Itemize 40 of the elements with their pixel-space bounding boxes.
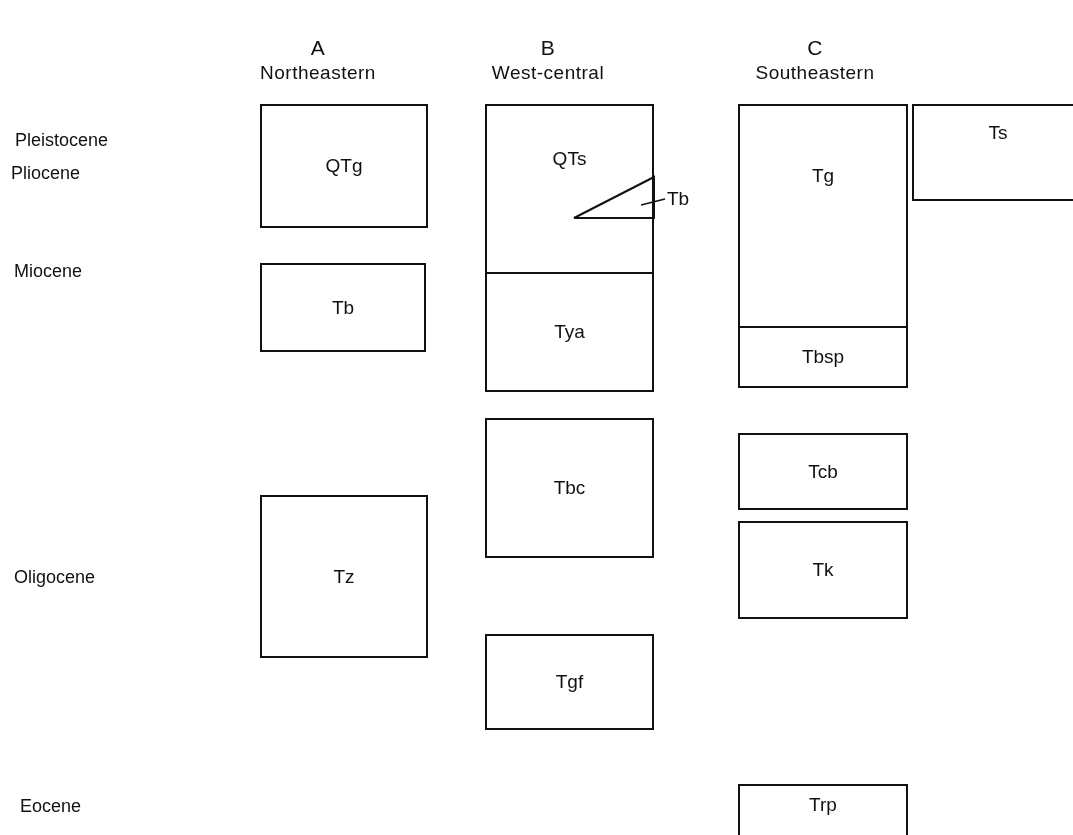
column-heading: West-central	[491, 62, 605, 84]
epoch-label: Eocene	[20, 796, 82, 817]
unit-box	[485, 104, 654, 274]
column-heading: Northeastern	[260, 62, 376, 84]
unit-label: Tb	[331, 296, 355, 319]
unit-box	[485, 418, 654, 558]
unit-box	[738, 433, 908, 510]
unit-label: Tcb	[808, 460, 838, 483]
unit-label: Trp	[809, 794, 837, 816]
unit-box	[260, 104, 428, 228]
epoch-label: Oligocene	[14, 567, 96, 588]
unit-box	[260, 263, 426, 352]
wedge-shape	[573, 176, 654, 219]
unit-label: Tg	[811, 165, 835, 187]
unit-box	[738, 521, 908, 619]
unit-label: Tz	[333, 565, 355, 588]
unit-label: QTs	[552, 148, 587, 170]
epoch-label: Miocene	[14, 261, 83, 282]
unit-box	[738, 104, 908, 328]
unit-label: QTg	[325, 155, 363, 177]
unit-label: Tya	[554, 321, 585, 343]
column-heading: Southeastern	[755, 62, 875, 84]
unit-label: Tgf	[555, 671, 584, 693]
unit-box	[738, 784, 908, 835]
unit-label: Tbsp	[801, 346, 845, 368]
epoch-label: Pleistocene	[15, 130, 109, 151]
column-letter: B	[540, 36, 556, 60]
unit-box	[912, 104, 1073, 201]
unit-label: Ts	[988, 121, 1008, 144]
unit-label: Tb	[667, 188, 690, 210]
unit-box	[260, 495, 428, 658]
leader-line	[640, 198, 666, 206]
unit-box	[738, 326, 908, 388]
unit-box	[485, 272, 654, 392]
column-letter: A	[310, 36, 326, 60]
unit-label: Tk	[812, 559, 834, 581]
column-letter: C	[807, 36, 823, 60]
epoch-label: Pliocene	[11, 163, 81, 184]
unit-box	[485, 634, 654, 730]
unit-label: Tbc	[553, 477, 586, 499]
